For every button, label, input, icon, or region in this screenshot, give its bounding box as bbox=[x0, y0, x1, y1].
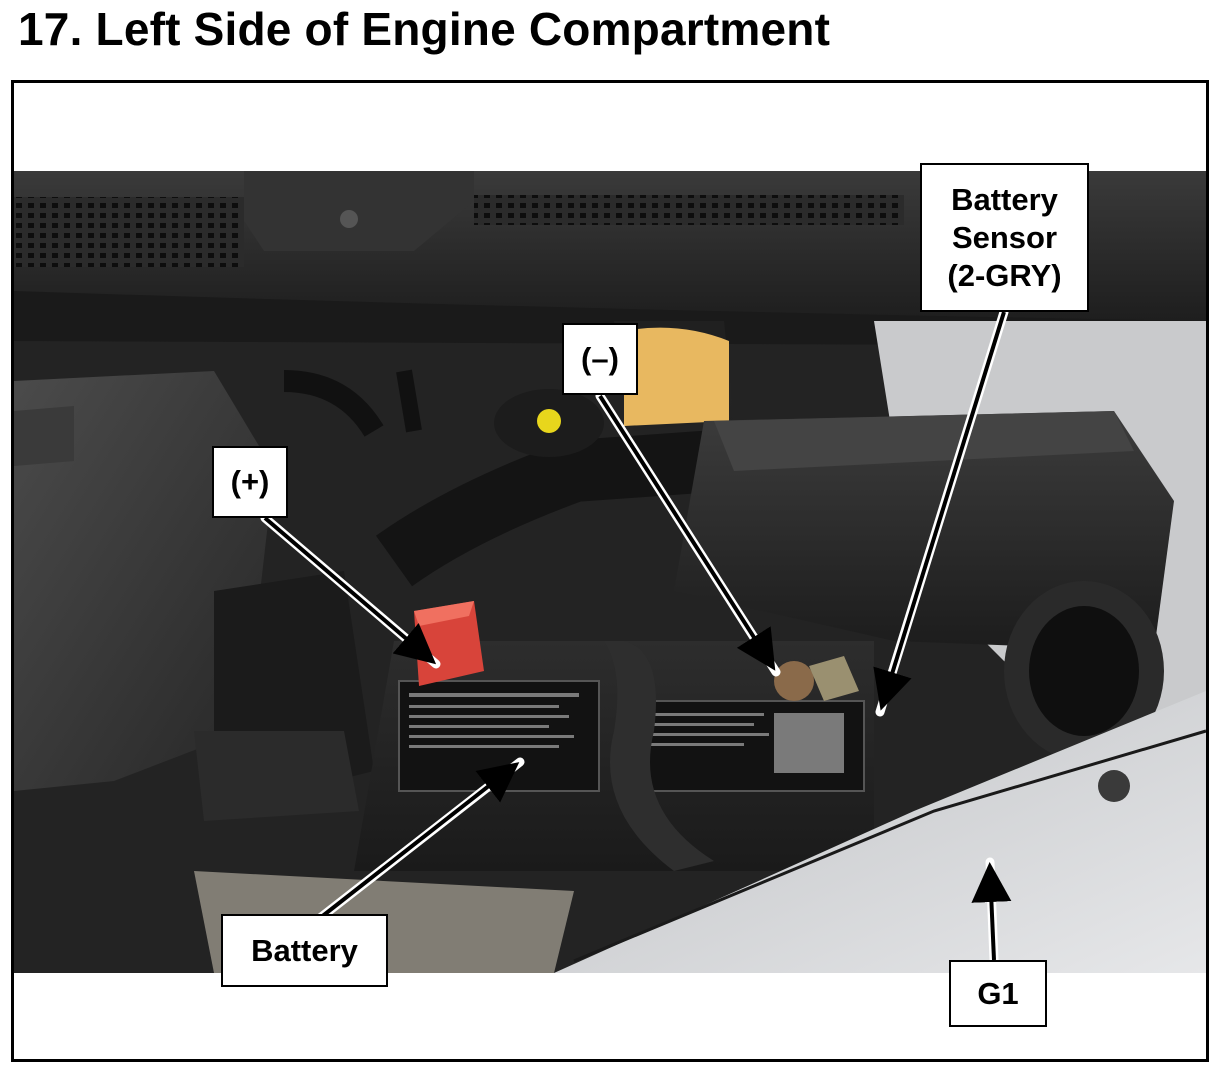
page-title: 17. Left Side of Engine Compartment bbox=[18, 3, 831, 55]
battery-sensor-label: Battery Sensor (2-GRY) bbox=[920, 163, 1089, 312]
negative-terminal-label: (–) bbox=[562, 323, 638, 395]
ground-g1-label: G1 bbox=[949, 960, 1047, 1027]
battery-label: Battery bbox=[221, 914, 388, 987]
positive-terminal-label: (+) bbox=[212, 446, 288, 518]
